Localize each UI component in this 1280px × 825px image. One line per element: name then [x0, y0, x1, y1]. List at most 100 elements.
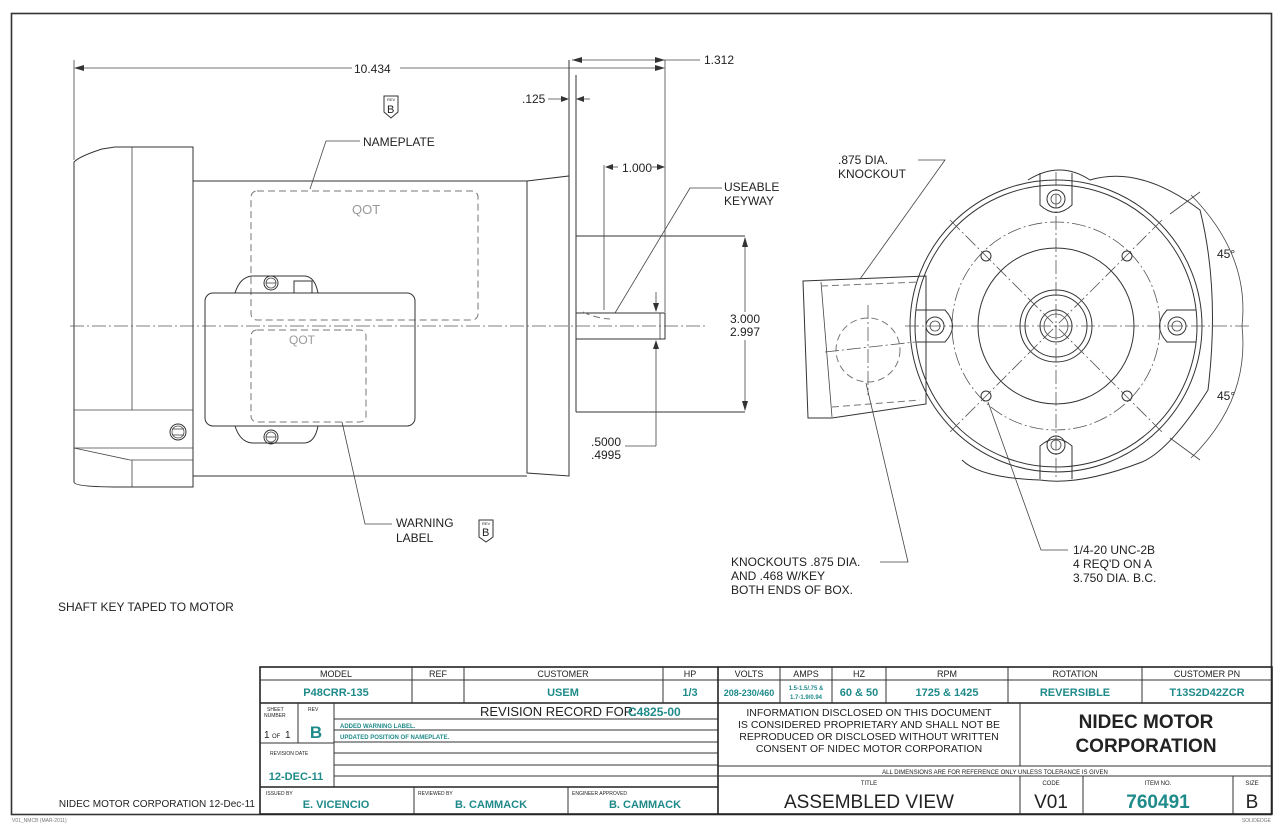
tolerance-note: ALL DIMENSIONS ARE FOR REFERENCE ONLY UN…	[882, 770, 1108, 776]
svg-text:B: B	[387, 104, 394, 116]
note-shaft-key: SHAFT KEY TAPED TO MOTOR	[58, 600, 234, 614]
ground-nut-icon	[293, 280, 313, 294]
dim-pilot-max: 3.000	[730, 312, 760, 326]
callout-knockout-1: .875 DIA.	[838, 153, 888, 167]
side-view: QOT QOT 10.434 1.312 .125	[58, 53, 779, 614]
company-name-1: NIDEC MOTOR	[1079, 712, 1214, 733]
screw-icon	[263, 275, 279, 291]
tapped-hole-icon	[1121, 250, 1133, 262]
svg-text:ITEM NO.: ITEM NO.	[1145, 781, 1172, 787]
disclaimer-line: INFORMATION DISCLOSED ON THIS DOCUMENT	[746, 707, 992, 719]
callout-knockouts-1: KNOCKOUTS .875 DIA.	[731, 555, 860, 569]
svg-text:OF: OF	[272, 734, 281, 740]
svg-text:NUMBER: NUMBER	[264, 713, 286, 719]
header-rpm: RPM	[937, 669, 957, 679]
callout-knockouts-3: BOTH ENDS OF BOX.	[731, 583, 853, 597]
screw-icon	[169, 423, 187, 441]
callout-keyway-1: USEABLE	[724, 180, 779, 194]
dim-shaft-extension: 1.312	[704, 53, 734, 67]
value-customer: USEM	[547, 687, 579, 699]
header-amps: AMPS	[793, 669, 819, 679]
svg-text:TITLE: TITLE	[861, 781, 877, 787]
conduit-box	[204, 292, 416, 427]
svg-text:CODE: CODE	[1042, 781, 1059, 787]
disclaimer-line: CONSENT OF NIDEC MOTOR CORPORATION	[756, 743, 982, 755]
callout-nameplate: NAMEPLATE	[363, 135, 435, 149]
svg-text:REVIEWED BY: REVIEWED BY	[418, 791, 453, 797]
dim-angle-top: 45°	[1217, 247, 1235, 261]
svg-text:REV: REV	[308, 707, 319, 713]
value-customer-pn: T13S2D42ZCR	[1169, 687, 1244, 699]
svg-text:B: B	[482, 527, 489, 539]
end-bell	[73, 146, 194, 488]
dim-angle-bottom: 45°	[1217, 389, 1235, 403]
svg-text:1: 1	[285, 730, 291, 741]
dim-keyway-length: 1.000	[622, 161, 652, 175]
callout-warning-1: WARNING	[396, 516, 454, 530]
svg-text:SHEET: SHEET	[267, 707, 284, 713]
value-amps-1: 1.5-1.5/.75 &	[789, 686, 824, 692]
callout-thread-1: 1/4-20 UNC-2B	[1073, 543, 1155, 557]
revision-note: UPDATED POSITION OF NAMEPLATE.	[340, 735, 449, 741]
value-volts: 208-230/460	[724, 688, 775, 698]
dim-shaft-max: .5000	[591, 435, 621, 449]
company-name-2: CORPORATION	[1075, 736, 1216, 757]
header-volts: VOLTS	[735, 669, 764, 679]
dim-pilot-min: 2.997	[730, 325, 760, 339]
disclaimer-line: IS CONSIDERED PROPRIETARY AND SHALL NOT …	[738, 719, 1000, 731]
header-ref: REF	[429, 669, 448, 679]
conduit-box-end	[802, 275, 927, 419]
svg-text:SIZE: SIZE	[1245, 781, 1258, 787]
header-hz: HZ	[853, 669, 865, 679]
revision-record-id: C4825-00	[628, 705, 681, 719]
callout-thread-3: 3.750 DIA. B.C.	[1073, 571, 1156, 585]
header-model: MODEL	[320, 669, 352, 679]
svg-text:REV: REV	[387, 97, 396, 102]
tapped-hole-icon	[1121, 390, 1133, 402]
nameplate-mark: QOT	[352, 202, 380, 217]
callout-keyway-2: KEYWAY	[724, 194, 774, 208]
svg-text:ISSUED BY: ISSUED BY	[266, 791, 293, 797]
value-hz: 60 & 50	[840, 687, 879, 699]
tapped-hole-icon	[980, 390, 992, 402]
disclaimer-line: REPRODUCED OR DISCLOSED WITHOUT WRITTEN	[739, 731, 998, 743]
item-number: 760491	[1126, 792, 1190, 813]
engineer-approved: B. CAMMACK	[609, 799, 681, 811]
svg-text:REV: REV	[482, 521, 491, 526]
revision-record-label: REVISION RECORD FOR:	[480, 704, 637, 719]
value-amps-2: 1.7-1.9/0.94	[790, 695, 823, 701]
callout-warning-2: LABEL	[396, 531, 434, 545]
svg-text:ENGINEER APPROVED: ENGINEER APPROVED	[572, 791, 627, 797]
drawing-code: V01	[1034, 792, 1068, 813]
footer-software: SOLIDEDGE	[1242, 818, 1272, 824]
footer-template-id: V01_NMCB (MAR-2011)	[12, 818, 67, 824]
revision-note: ADDED WARNING LABEL.	[340, 724, 416, 730]
rev-flag-icon: REV B	[478, 519, 494, 543]
warning-label-outline	[250, 329, 367, 423]
nameplate-outline	[250, 190, 479, 321]
header-customer-pn: CUSTOMER PN	[1174, 669, 1240, 679]
tapped-hole-icon	[980, 250, 992, 262]
issued-by: E. VICENCIO	[303, 799, 370, 811]
svg-text:REVISION DATE: REVISION DATE	[270, 751, 309, 757]
warning-label-mark: QOT	[289, 333, 316, 347]
header-hp: HP	[684, 669, 697, 679]
title-block: MODEL REF CUSTOMER HP VOLTS AMPS HZ RPM …	[259, 666, 1273, 815]
header-customer: CUSTOMER	[537, 669, 589, 679]
value-rotation: REVERSIBLE	[1040, 687, 1110, 699]
callout-knockout-2: KNOCKOUT	[838, 167, 907, 181]
sheet-size: B	[1246, 792, 1259, 813]
dim-shaft-min: .4995	[591, 448, 621, 462]
rev-flag-icon: REV B	[383, 95, 399, 119]
drawing-title: ASSEMBLED VIEW	[784, 792, 954, 813]
dim-overall-length: 10.434	[354, 62, 391, 76]
end-view: 45° 45° .875 DIA. KNOCKOUT KNOCKOUTS .87…	[731, 153, 1252, 597]
callout-knockouts-2: AND .468 W/KEY	[731, 569, 825, 583]
dim-shoulder: .125	[522, 92, 546, 106]
header-rotation: ROTATION	[1052, 669, 1097, 679]
value-hp: 1/3	[682, 687, 697, 699]
value-model: P48CRR-135	[303, 687, 368, 699]
callout-thread-2: 4 REQ'D ON A	[1073, 557, 1152, 571]
reviewed-by: B. CAMMACK	[455, 799, 527, 811]
